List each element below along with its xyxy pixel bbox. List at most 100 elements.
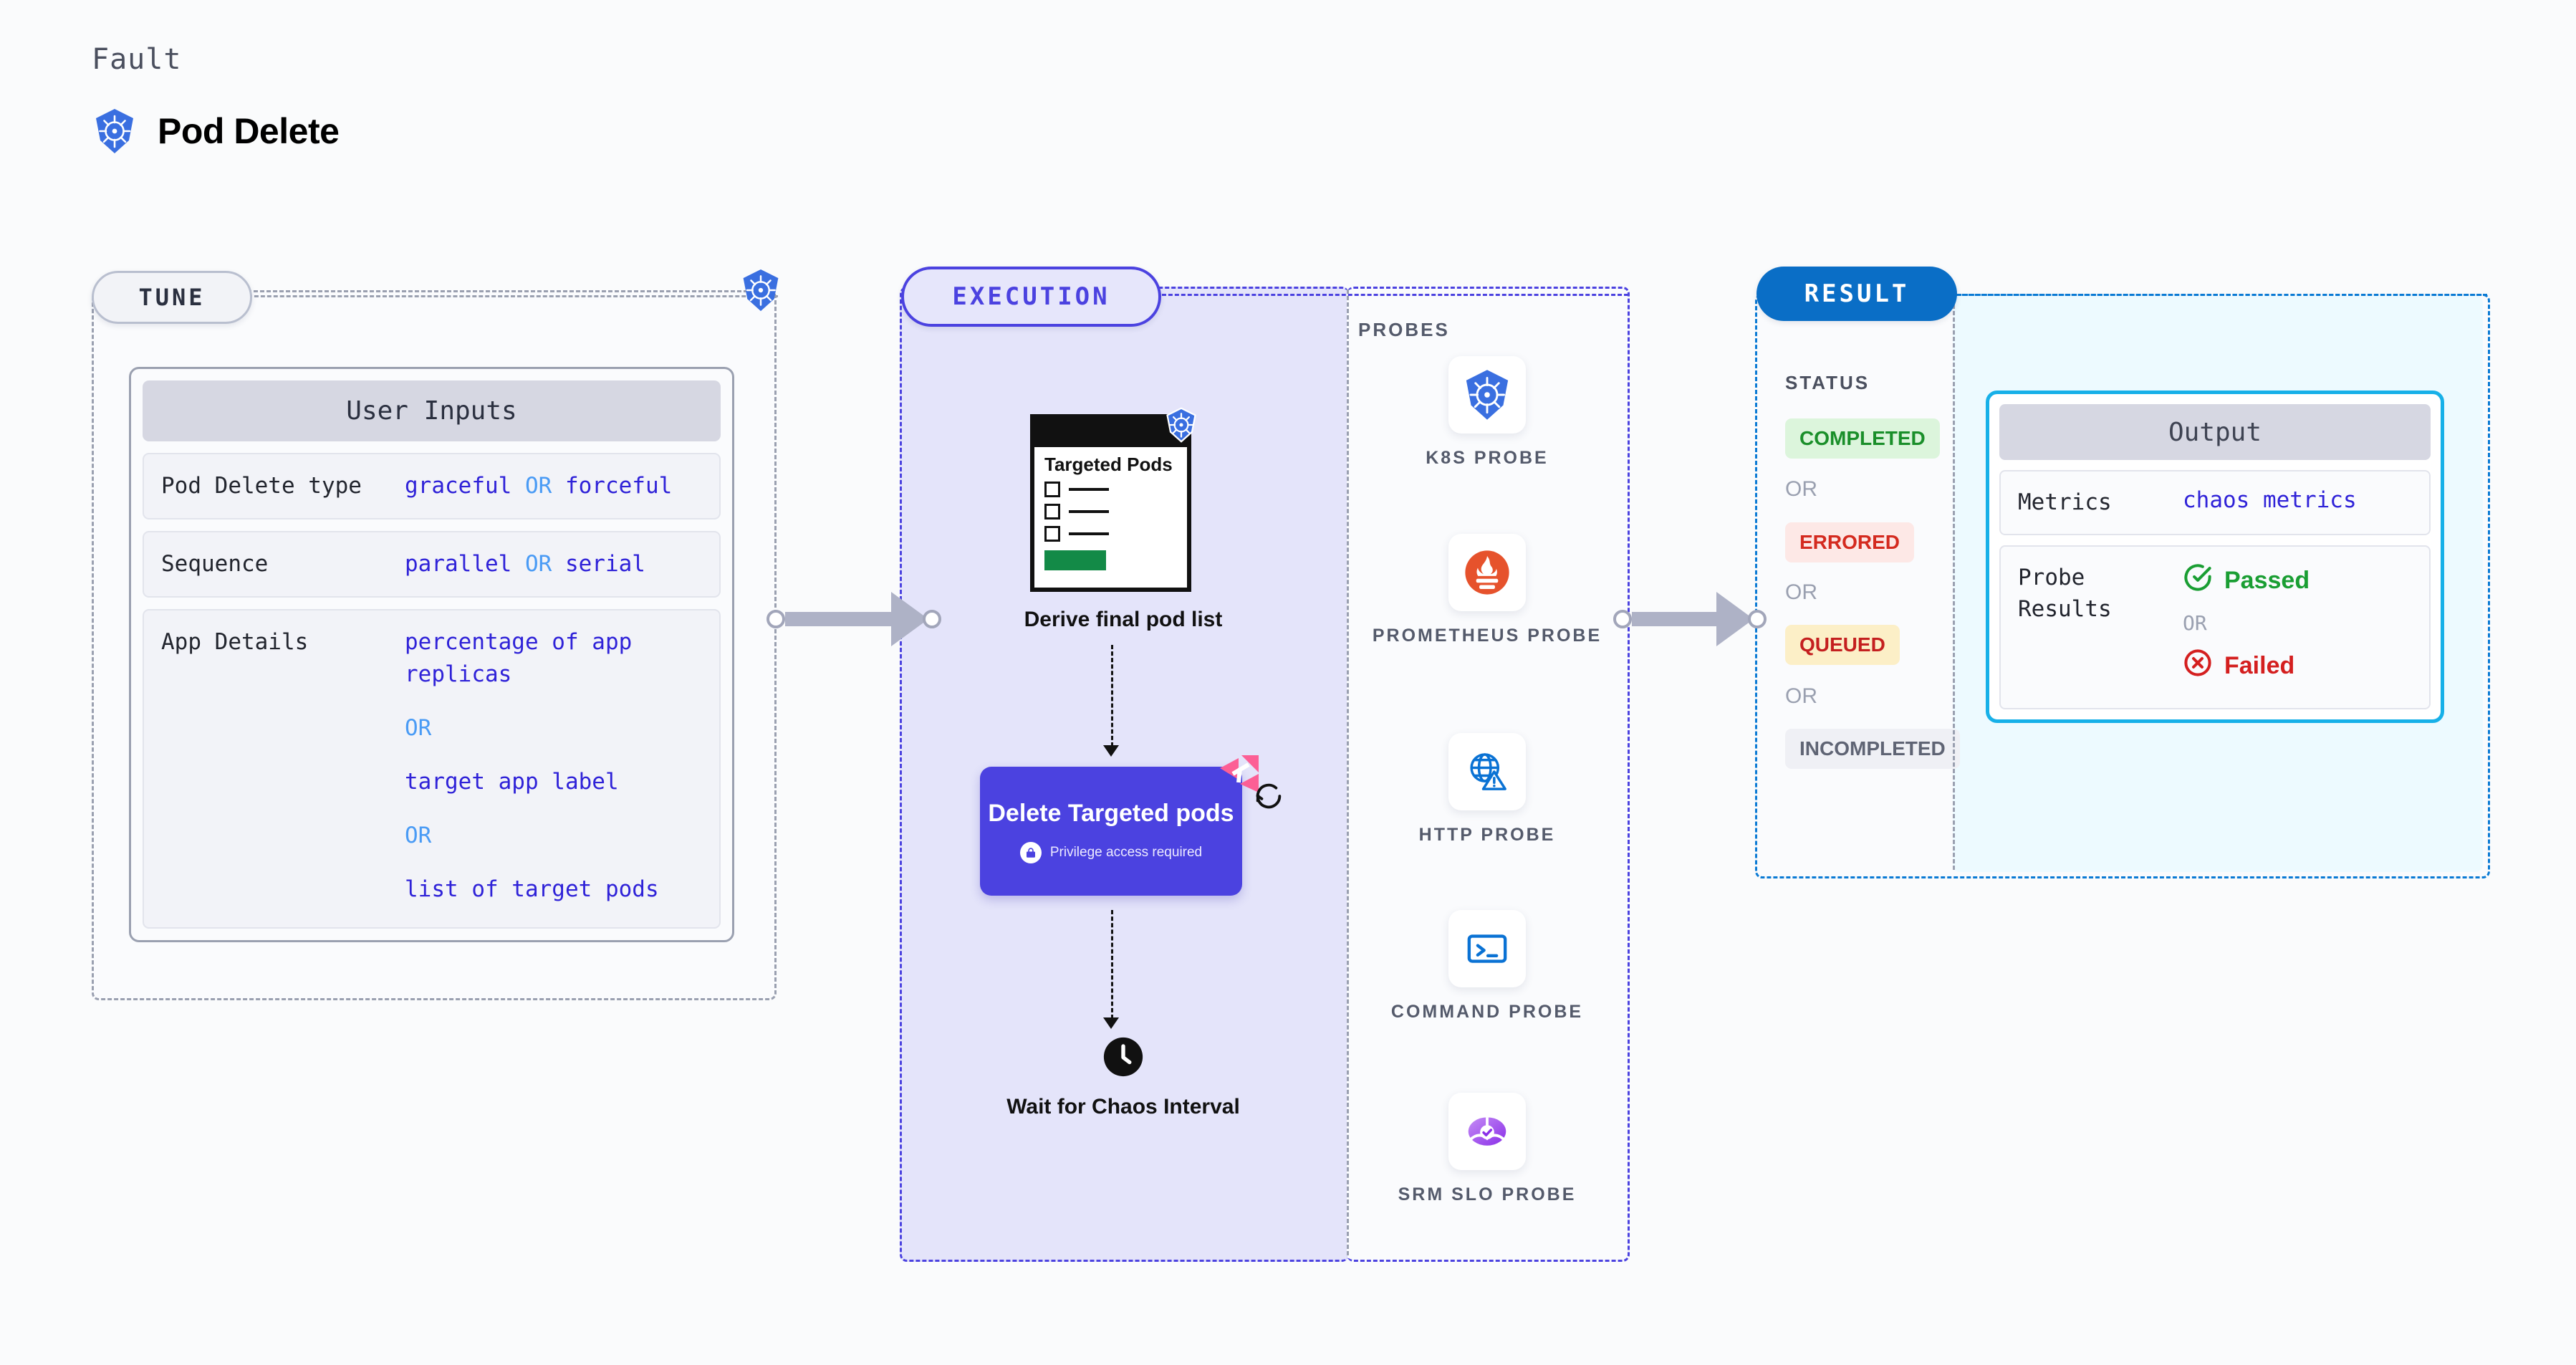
result-section-pill[interactable]: RESULT [1756, 267, 1957, 321]
connector-bar [785, 612, 893, 626]
wait-for-chaos-interval-node: Wait for Chaos Interval [900, 1035, 1347, 1120]
output-key: Metrics [2018, 489, 2112, 515]
connector-start-dot [1613, 610, 1632, 628]
progress-bar [1044, 550, 1106, 571]
list-line [1069, 510, 1109, 514]
document-titlebar [1034, 418, 1187, 447]
or-separator: OR [524, 550, 552, 577]
output-card: Output Metrics chaos metrics Probe Resul… [1986, 391, 2444, 724]
flow-arrow [1103, 745, 1119, 757]
clock-icon [1101, 1037, 1145, 1082]
execution-probes-divider [1347, 289, 1349, 1255]
user-inputs-card: User Inputs Pod Delete type graceful OR … [129, 367, 734, 942]
failed-label: Failed [2224, 651, 2295, 679]
lock-icon [1019, 842, 1042, 864]
privilege-note-text: Privilege access required [1049, 845, 1203, 861]
fault-eyebrow: Fault [92, 43, 182, 76]
input-value: graceful [405, 473, 512, 499]
input-value: list of target pods [405, 876, 659, 902]
output-value: chaos metrics [2183, 487, 2357, 513]
delete-targeted-pods-node[interactable]: Delete Targeted pods Privilege access re… [980, 767, 1242, 896]
pod-list-item [1034, 504, 1187, 520]
targeted-pods-document: Targeted Pods [1030, 414, 1191, 592]
globe-warning-icon [1448, 733, 1526, 810]
targeted-pods-title: Targeted Pods [1044, 454, 1173, 475]
or-separator: OR [524, 473, 552, 499]
passed-label: Passed [2224, 566, 2310, 594]
probe-label: COMMAND PROBE [1390, 1002, 1584, 1022]
result-pill-connector [1957, 294, 2487, 296]
flow-line [1111, 910, 1113, 1019]
output-key: Probe Results [2018, 565, 2112, 622]
or-label: OR [1785, 477, 1817, 501]
pod-list-item [1034, 526, 1187, 542]
kubernetes-icon [1448, 356, 1526, 434]
or-separator: OR [405, 714, 432, 741]
derive-final-pod-list-label: Derive final pod list [1024, 608, 1223, 631]
status-badge-errored: ERRORED [1785, 522, 1915, 562]
user-inputs-title: User Inputs [143, 380, 721, 441]
execution-pill-connector [1155, 294, 1628, 296]
connector-arrow-tip [1716, 592, 1754, 646]
execution-section-pill[interactable]: EXECUTION [901, 267, 1161, 327]
connector-end-dot [923, 610, 941, 628]
or-separator: OR [405, 822, 432, 848]
check-circle-icon [2183, 562, 2213, 598]
output-title: Output [1999, 404, 2431, 460]
probe-item-prometheus[interactable]: PROMETHEUS PROBE [1347, 534, 1628, 648]
connector-arrow-tip [891, 592, 928, 646]
privilege-note: Privilege access required [1019, 842, 1203, 864]
status-badge-incompleted: INCOMPLETED [1785, 729, 1960, 769]
input-value: forceful [564, 473, 673, 499]
delete-node-title: Delete Targeted pods [988, 799, 1234, 827]
input-value: percentage of app replicas [405, 628, 633, 687]
prometheus-icon [1448, 534, 1526, 611]
x-circle-icon [2183, 648, 2213, 684]
input-value: target app label [405, 768, 619, 795]
tune-pill-connector [248, 295, 778, 297]
connector-probes-to-result [1613, 592, 1767, 646]
status-badge-completed: COMPLETED [1785, 418, 1940, 459]
probe-label: K8S PROBE [1426, 448, 1549, 468]
probe-label: PROMETHEUS PROBE [1372, 626, 1602, 646]
page-title: Pod Delete [158, 111, 340, 151]
harness-chaos-icon [1217, 752, 1261, 798]
checkbox-icon [1044, 482, 1060, 498]
input-row-app-details[interactable]: App Details percentage of app replicas O… [143, 608, 721, 929]
or-label: OR [2183, 611, 2207, 636]
checkbox-icon [1044, 526, 1060, 542]
input-row-sequence[interactable]: Sequence parallel OR serial [143, 530, 721, 598]
input-value: serial [564, 550, 645, 577]
input-key: Sequence [161, 550, 269, 577]
refresh-loop-icon[interactable] [1252, 780, 1285, 816]
connector-end-dot [1748, 610, 1767, 628]
connector-tune-to-execution [766, 592, 941, 646]
probe-item-command[interactable]: COMMAND PROBE [1347, 910, 1628, 1024]
srm-slo-icon [1448, 1093, 1526, 1170]
or-label: OR [1785, 580, 1817, 604]
input-value: parallel [405, 550, 512, 577]
kubernetes-icon [1164, 407, 1198, 446]
checkbox-icon [1044, 504, 1060, 520]
or-label: OR [1785, 684, 1817, 708]
input-row-pod-delete-type[interactable]: Pod Delete type graceful OR forceful [143, 453, 721, 519]
probe-item-k8s[interactable]: K8S PROBE [1347, 356, 1628, 470]
tune-section-pill[interactable]: TUNE [92, 271, 252, 324]
kubernetes-icon [739, 268, 782, 316]
flow-line [1111, 645, 1113, 747]
probe-label: SRM SLO PROBE [1398, 1184, 1577, 1204]
probe-item-srm-slo[interactable]: SRM SLO PROBE [1347, 1093, 1628, 1207]
connector-bar [1632, 612, 1718, 626]
list-line [1069, 488, 1109, 492]
probe-item-http[interactable]: HTTP PROBE [1347, 733, 1628, 847]
output-row-probe-results[interactable]: Probe Results Passed OR [1999, 545, 2431, 710]
probe-label: HTTP PROBE [1418, 825, 1556, 845]
output-row-metrics[interactable]: Metrics chaos metrics [1999, 470, 2431, 536]
result-output-divider [1953, 298, 1955, 870]
status-title: STATUS [1785, 372, 1870, 393]
probe-result-failed: Failed [2183, 648, 2310, 684]
flow-arrow [1103, 1017, 1119, 1029]
terminal-icon [1448, 910, 1526, 987]
input-key: App Details [161, 628, 309, 655]
probe-result-passed: Passed [2183, 562, 2310, 598]
